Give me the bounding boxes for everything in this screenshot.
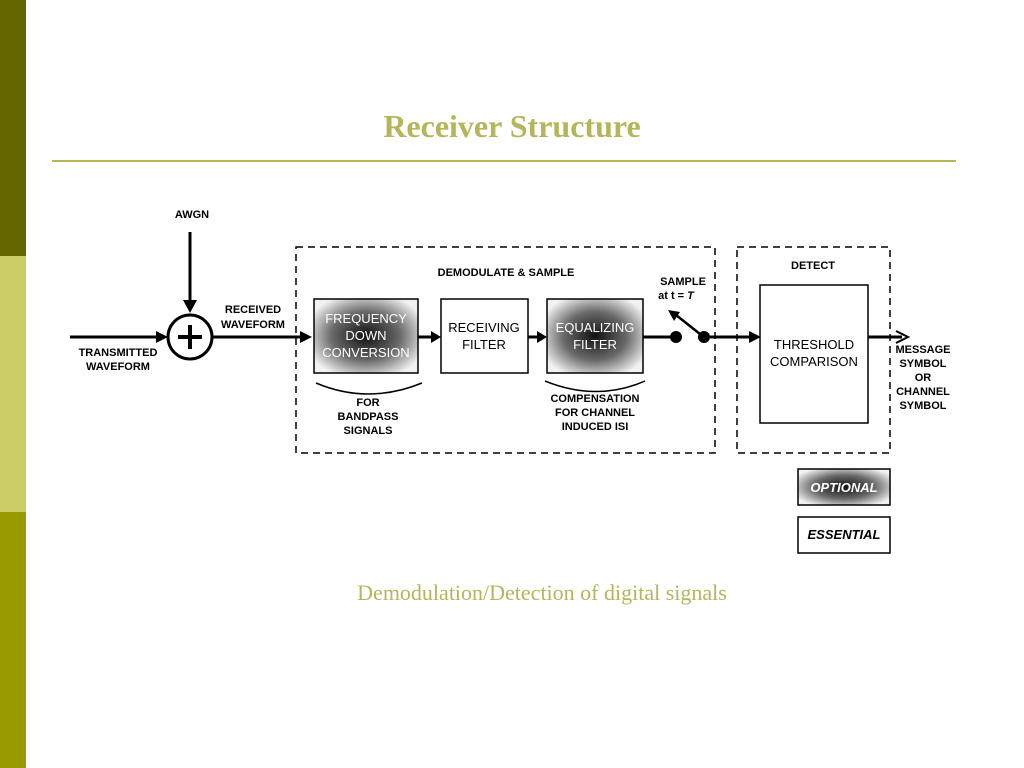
legend-essential-label: ESSENTIAL	[808, 527, 881, 542]
bandpass-note-3: SIGNALS	[344, 425, 393, 437]
left-band-light	[0, 256, 26, 512]
output-label-3: OR	[915, 372, 932, 384]
receiving-filter-block	[440, 298, 529, 374]
receiving-block-line-2: FILTER	[462, 337, 506, 352]
awgn-label: AWGN	[175, 209, 209, 221]
left-band-mid	[0, 512, 26, 768]
sample-time-symbol: T	[687, 290, 695, 302]
transmitted-label-1: TRANSMITTED	[79, 347, 158, 359]
sample-label-2: at t = T	[658, 290, 695, 302]
title-rule	[52, 160, 956, 162]
left-band-dark	[0, 0, 26, 256]
received-arrowhead	[300, 331, 312, 343]
output-arrowhead	[895, 330, 911, 344]
receiving-to-equalizing-arrowhead	[537, 331, 547, 343]
isi-brace	[544, 380, 646, 393]
threshold-comparison-block	[759, 284, 869, 424]
transmitted-label-2: WAVEFORM	[86, 361, 150, 373]
received-label-1: RECEIVED	[225, 304, 281, 316]
threshold-block-line-1: THRESHOLD	[774, 337, 854, 352]
demodulate-sample-label: DEMODULATE & SAMPLE	[438, 267, 575, 279]
sample-label-1: SAMPLE	[660, 276, 706, 288]
slide-title: Receiver Structure	[383, 108, 641, 144]
output-label-5: SYMBOL	[899, 400, 946, 412]
equalizing-block-line-2: FILTER	[573, 337, 617, 352]
freq-block-line-1: FREQUENCY	[325, 311, 407, 326]
detect-group	[736, 246, 891, 454]
isi-note-1: COMPENSATION	[550, 393, 639, 405]
bandpass-note-1: FOR	[356, 397, 379, 409]
isi-note-2: FOR CHANNEL	[555, 407, 635, 419]
bandpass-brace	[315, 382, 423, 395]
sample-label-at: at t =	[658, 290, 687, 302]
switch-to-threshold-arrowhead	[749, 331, 761, 343]
switch-contact-right	[698, 331, 710, 343]
output-label-2: SYMBOL	[899, 358, 946, 370]
switch-arm-arrowhead	[668, 310, 680, 321]
isi-note-3: INDUCED ISI	[562, 421, 629, 433]
legend-optional-label: OPTIONAL	[810, 480, 877, 495]
switch-contact-left	[670, 331, 682, 343]
output-label-1: MESSAGE	[895, 344, 950, 356]
output-label-4: CHANNEL	[896, 386, 950, 398]
threshold-block-line-2: COMPARISON	[770, 354, 858, 369]
frequency-down-conversion-block	[313, 298, 419, 374]
demodulate-sample-group	[295, 246, 716, 454]
awgn-arrowhead	[183, 300, 197, 313]
legend-essential-box	[797, 516, 891, 554]
received-label-2: WAVEFORM	[221, 319, 285, 331]
freq-to-receiving-arrowhead	[431, 331, 441, 343]
legend-optional-box	[797, 468, 891, 506]
switch-arm	[675, 314, 701, 335]
equalizing-block-line-1: EQUALIZING	[556, 320, 635, 335]
freq-block-line-2: DOWN	[345, 328, 386, 343]
equalizing-filter-block	[546, 298, 644, 374]
input-arrowhead	[156, 331, 168, 343]
detect-label: DETECT	[791, 260, 835, 272]
slide-caption: Demodulation/Detection of digital signal…	[357, 580, 727, 605]
freq-block-line-3: CONVERSION	[322, 345, 409, 360]
receiving-block-line-1: RECEIVING	[448, 320, 520, 335]
bandpass-note-2: BANDPASS	[338, 411, 399, 423]
